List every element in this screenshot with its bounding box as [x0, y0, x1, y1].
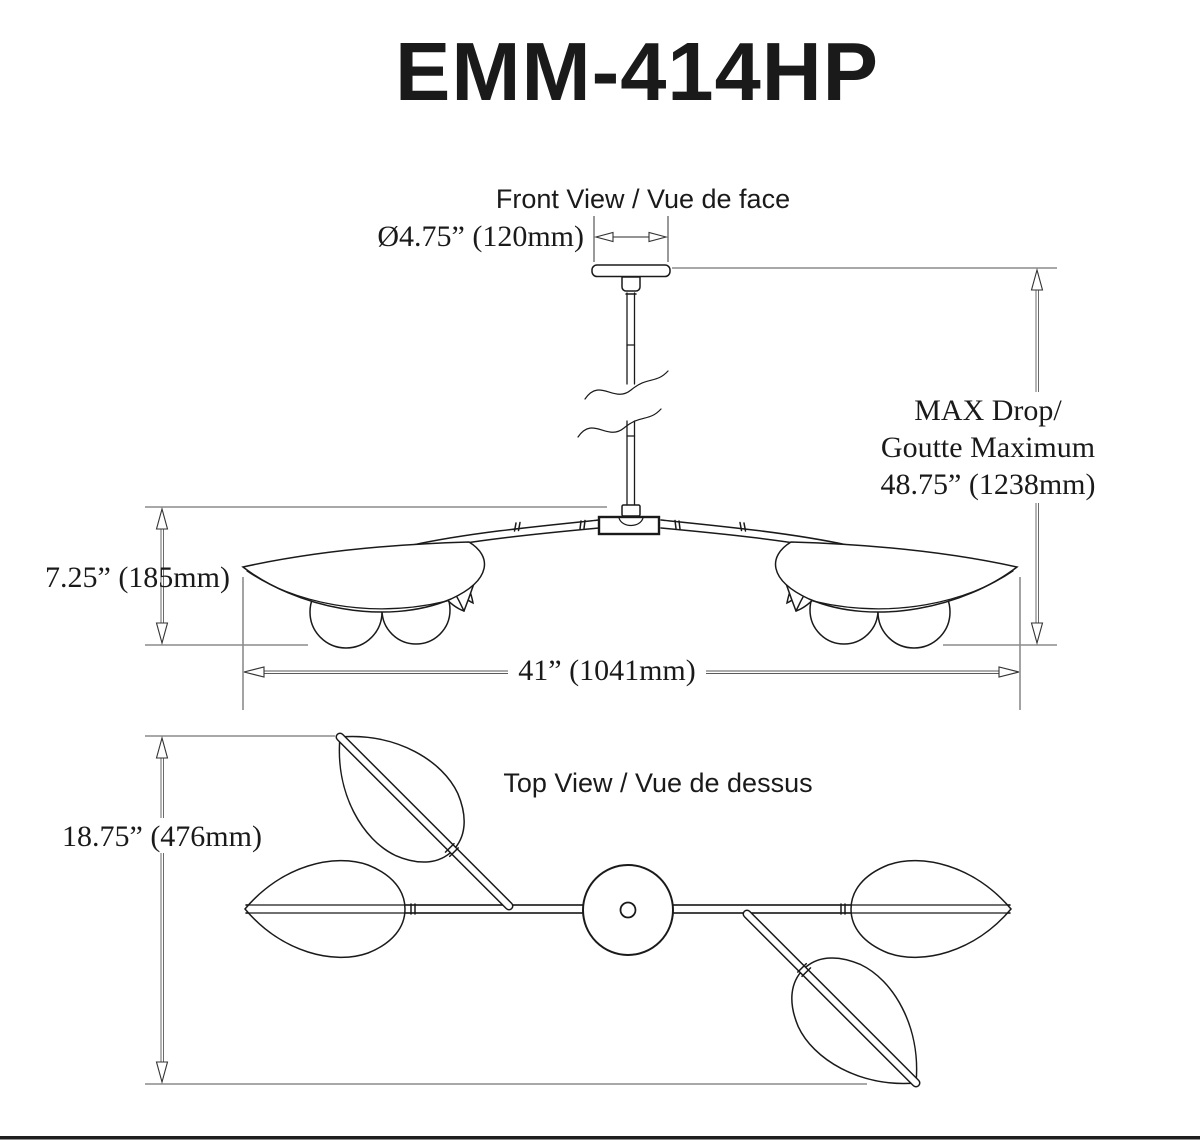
top-hub: [582, 864, 674, 956]
top-view-label: Top View / Vue de dessus: [503, 768, 813, 798]
fixture-height-dimension: 7.25” (185mm): [45, 561, 230, 594]
dimension-lines: [145, 216, 1057, 1085]
max-drop-line2: Goutte Maximum: [880, 431, 1096, 464]
max-drop-line3: 48.75” (1238mm): [880, 468, 1096, 501]
top-horizontal-arm-left: [244, 859, 585, 959]
canopy-collar: [621, 276, 641, 295]
canopy-diameter-dimension: Ø4.75” (120mm): [377, 220, 584, 253]
dimension-measure-lines: [160, 290, 1039, 1064]
shade-outer: [241, 541, 486, 613]
top-diagonal-branch: [304, 702, 514, 911]
page-bottom-border: [0, 1136, 1200, 1140]
canopy-dim-extensions: [593, 216, 669, 262]
hub-connector: [621, 504, 641, 517]
front-arm-and-shades-right: [660, 519, 1018, 649]
top-horizontal-arm-right: [672, 861, 1011, 958]
model-number-title: EMM-414HP: [394, 25, 880, 118]
max-drop-dimension: MAX Drop/ Goutte Maximum 48.75” (1238mm): [881, 392, 1096, 503]
fixture-depth-dimension: 18.75” (476mm): [62, 820, 262, 853]
dimension-arrowheads: [155, 231, 1044, 1085]
top-leaf-shade: [244, 859, 406, 959]
front-view-label: Front View / Vue de face: [495, 184, 791, 214]
front-view-drawing: [241, 264, 1018, 649]
top-view-drawing: [244, 702, 1011, 1117]
hub-block: [597, 515, 661, 536]
canopy: [591, 264, 671, 278]
downrod: [626, 292, 636, 506]
max-drop-line1: MAX Drop/: [914, 394, 1062, 427]
shade-outer-rim: [246, 570, 448, 610]
fixture-width-dimension: 41” (1041mm): [518, 654, 696, 687]
rod-break-symbol: [577, 370, 669, 438]
front-arm-and-shades: [241, 519, 600, 649]
